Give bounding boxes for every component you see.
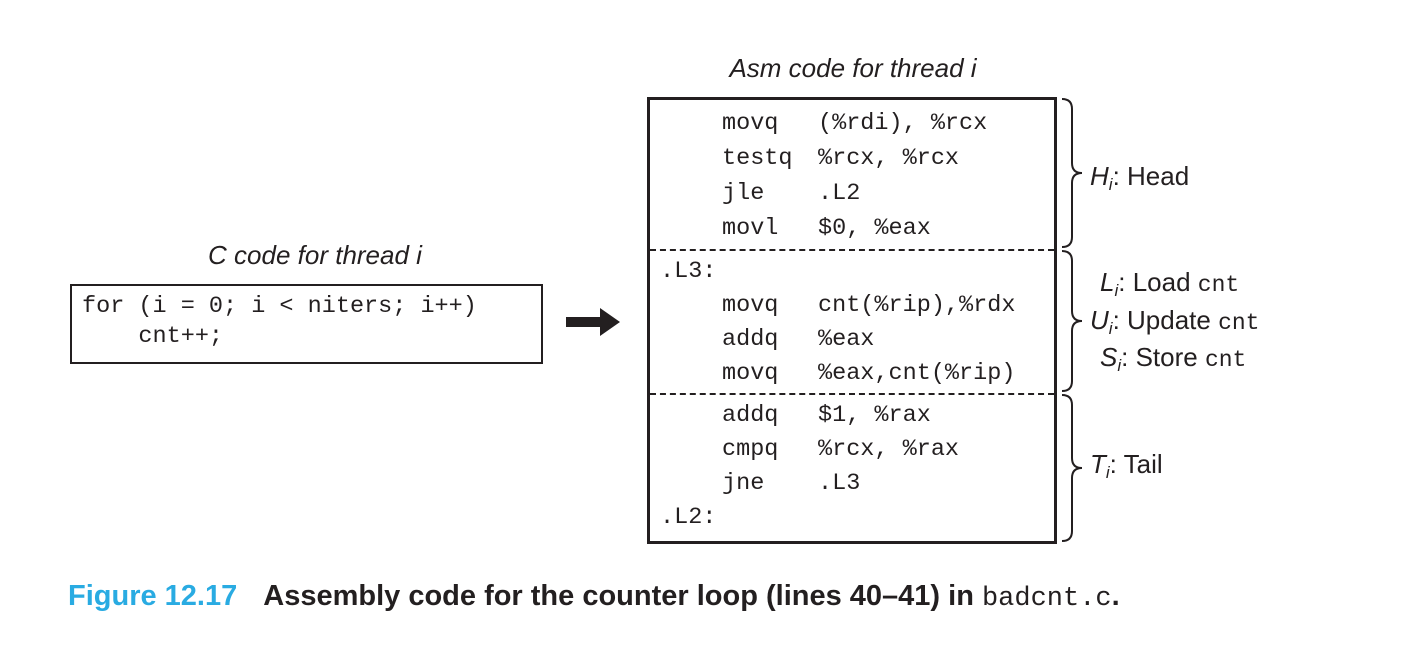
critical-brace [1061, 250, 1083, 392]
c-code-line-2: cnt++; [82, 323, 224, 350]
caption-code: badcnt.c [981, 584, 1112, 614]
tail-label: Ti: Tail [1090, 449, 1163, 482]
head-label: Hi: Head [1090, 161, 1190, 194]
c-code-title: C code for thread i [208, 240, 422, 270]
right-arrow-icon [566, 308, 620, 336]
asm-code-title: Asm code for thread i [729, 53, 977, 83]
figure-caption: Figure 12.17 Assembly code for the counte… [68, 576, 1120, 619]
update-label: Ui: Update cnt [1090, 305, 1260, 338]
caption-end: . [1111, 580, 1120, 612]
head-brace [1061, 98, 1083, 248]
c-code-box: for (i = 0; i < niters; i++) cnt++; [70, 284, 543, 364]
load-label: Li: Load cnt [1100, 267, 1240, 300]
section-separator [650, 393, 1054, 395]
section-separator [650, 249, 1054, 251]
c-code-line-1: for (i = 0; i < niters; i++) [82, 293, 477, 320]
tail-brace [1061, 394, 1083, 542]
caption-text: Assembly code for the counter loop (line… [263, 580, 982, 612]
asm-code-box: movq (%rdi), %rcx testq %rcx, %rcx jle .… [647, 97, 1057, 544]
store-label: Si: Store cnt [1100, 342, 1247, 375]
figure-number: Figure 12.17 [68, 580, 238, 612]
